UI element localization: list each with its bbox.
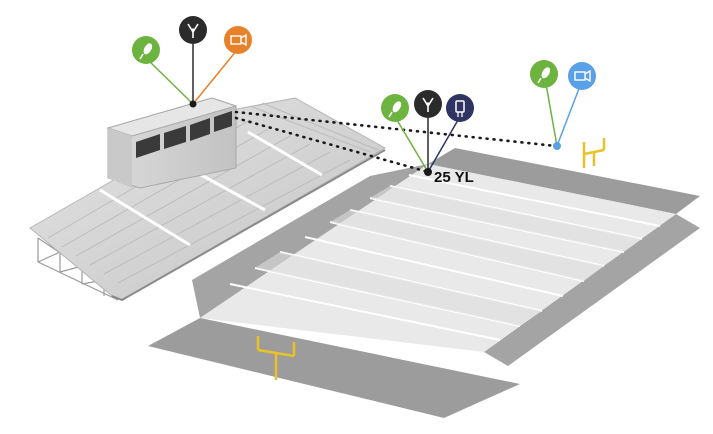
- far-end-zone: [428, 148, 700, 214]
- near-goalpost: [256, 336, 296, 380]
- connection-lines: [234, 110, 558, 174]
- field-bands: [255, 186, 642, 326]
- near-end-zone: [148, 318, 520, 418]
- transmitter-icon[interactable]: [446, 94, 474, 122]
- microphone-icon[interactable]: [132, 36, 160, 64]
- pin-group-25-yard-line: 25 YL: [381, 90, 474, 186]
- playing-surface: [200, 164, 676, 352]
- far-goalpost: [582, 138, 606, 168]
- grandstand: [29, 97, 387, 302]
- field-sideline-right: [484, 214, 700, 366]
- pin-group-press-box: [132, 16, 252, 108]
- stand-rail: [111, 149, 386, 302]
- yard-line-label: 25 YL: [434, 169, 474, 186]
- audio-node-icon[interactable]: [179, 16, 207, 44]
- microphone-icon[interactable]: [530, 60, 558, 88]
- pin-group-end-zone: [530, 60, 596, 150]
- audio-node-icon[interactable]: [414, 90, 442, 118]
- field-sideline-left: [192, 164, 428, 318]
- press-box: [106, 97, 238, 189]
- football-field: [148, 138, 700, 418]
- microphone-icon[interactable]: [381, 94, 409, 122]
- camera-icon[interactable]: [224, 26, 252, 54]
- camera-icon[interactable]: [568, 62, 596, 90]
